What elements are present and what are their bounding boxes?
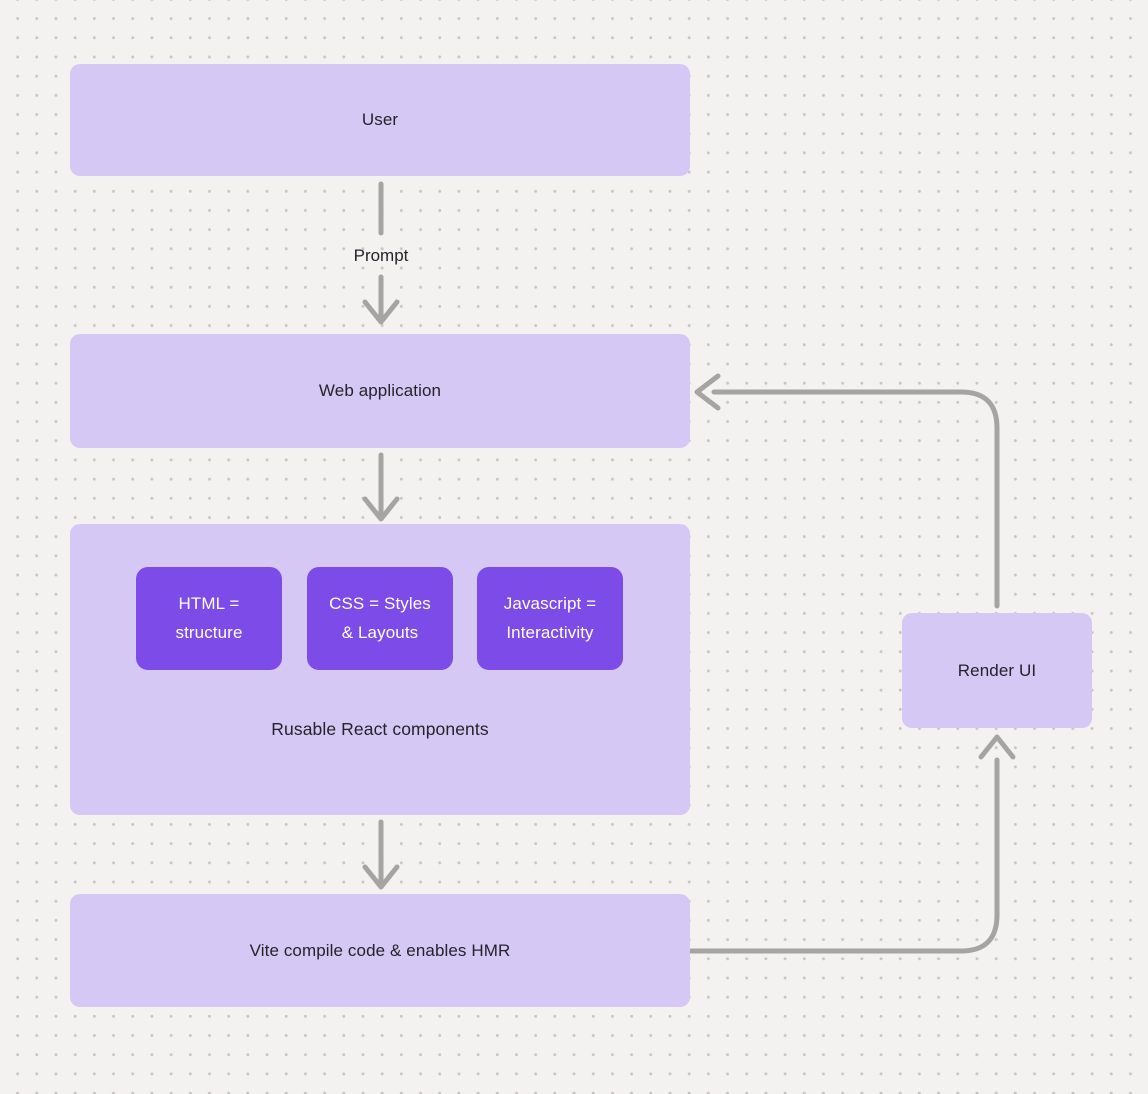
arrowhead-left-icon xyxy=(694,373,721,411)
node-components-container[interactable]: HTML = structure CSS = Styles & Layouts … xyxy=(70,524,690,815)
edge-render-webapp-path xyxy=(711,389,1000,609)
node-render-ui-label: Render UI xyxy=(957,660,1037,680)
chip-html-label: HTML = structure xyxy=(175,593,243,642)
node-web-application[interactable]: Web application xyxy=(70,334,690,448)
arrowhead-up-icon xyxy=(978,734,1016,760)
node-user-label: User xyxy=(361,110,399,129)
node-user[interactable]: User xyxy=(70,64,690,176)
chip-html[interactable]: HTML = structure xyxy=(136,567,282,670)
chip-css-label: CSS = Styles & Layouts xyxy=(329,593,431,642)
chip-css[interactable]: CSS = Styles & Layouts xyxy=(307,567,453,670)
edge-label-prompt: Prompt xyxy=(353,246,409,265)
node-vite[interactable]: Vite compile code & enables HMR xyxy=(70,894,690,1007)
node-render-ui[interactable]: Render UI xyxy=(902,613,1092,728)
components-container-caption: Rusable React components xyxy=(271,719,489,739)
chip-javascript-label: Javascript = Interactivity xyxy=(503,593,597,642)
arrowhead-down-icon xyxy=(362,299,400,325)
chip-javascript[interactable]: Javascript = Interactivity xyxy=(477,567,623,670)
arrowhead-down-icon xyxy=(362,864,400,890)
edge-vite-render-path xyxy=(687,757,1000,954)
node-web-application-label: Web application xyxy=(318,381,442,400)
arrowhead-down-icon xyxy=(362,496,400,522)
node-vite-label: Vite compile code & enables HMR xyxy=(249,940,511,960)
